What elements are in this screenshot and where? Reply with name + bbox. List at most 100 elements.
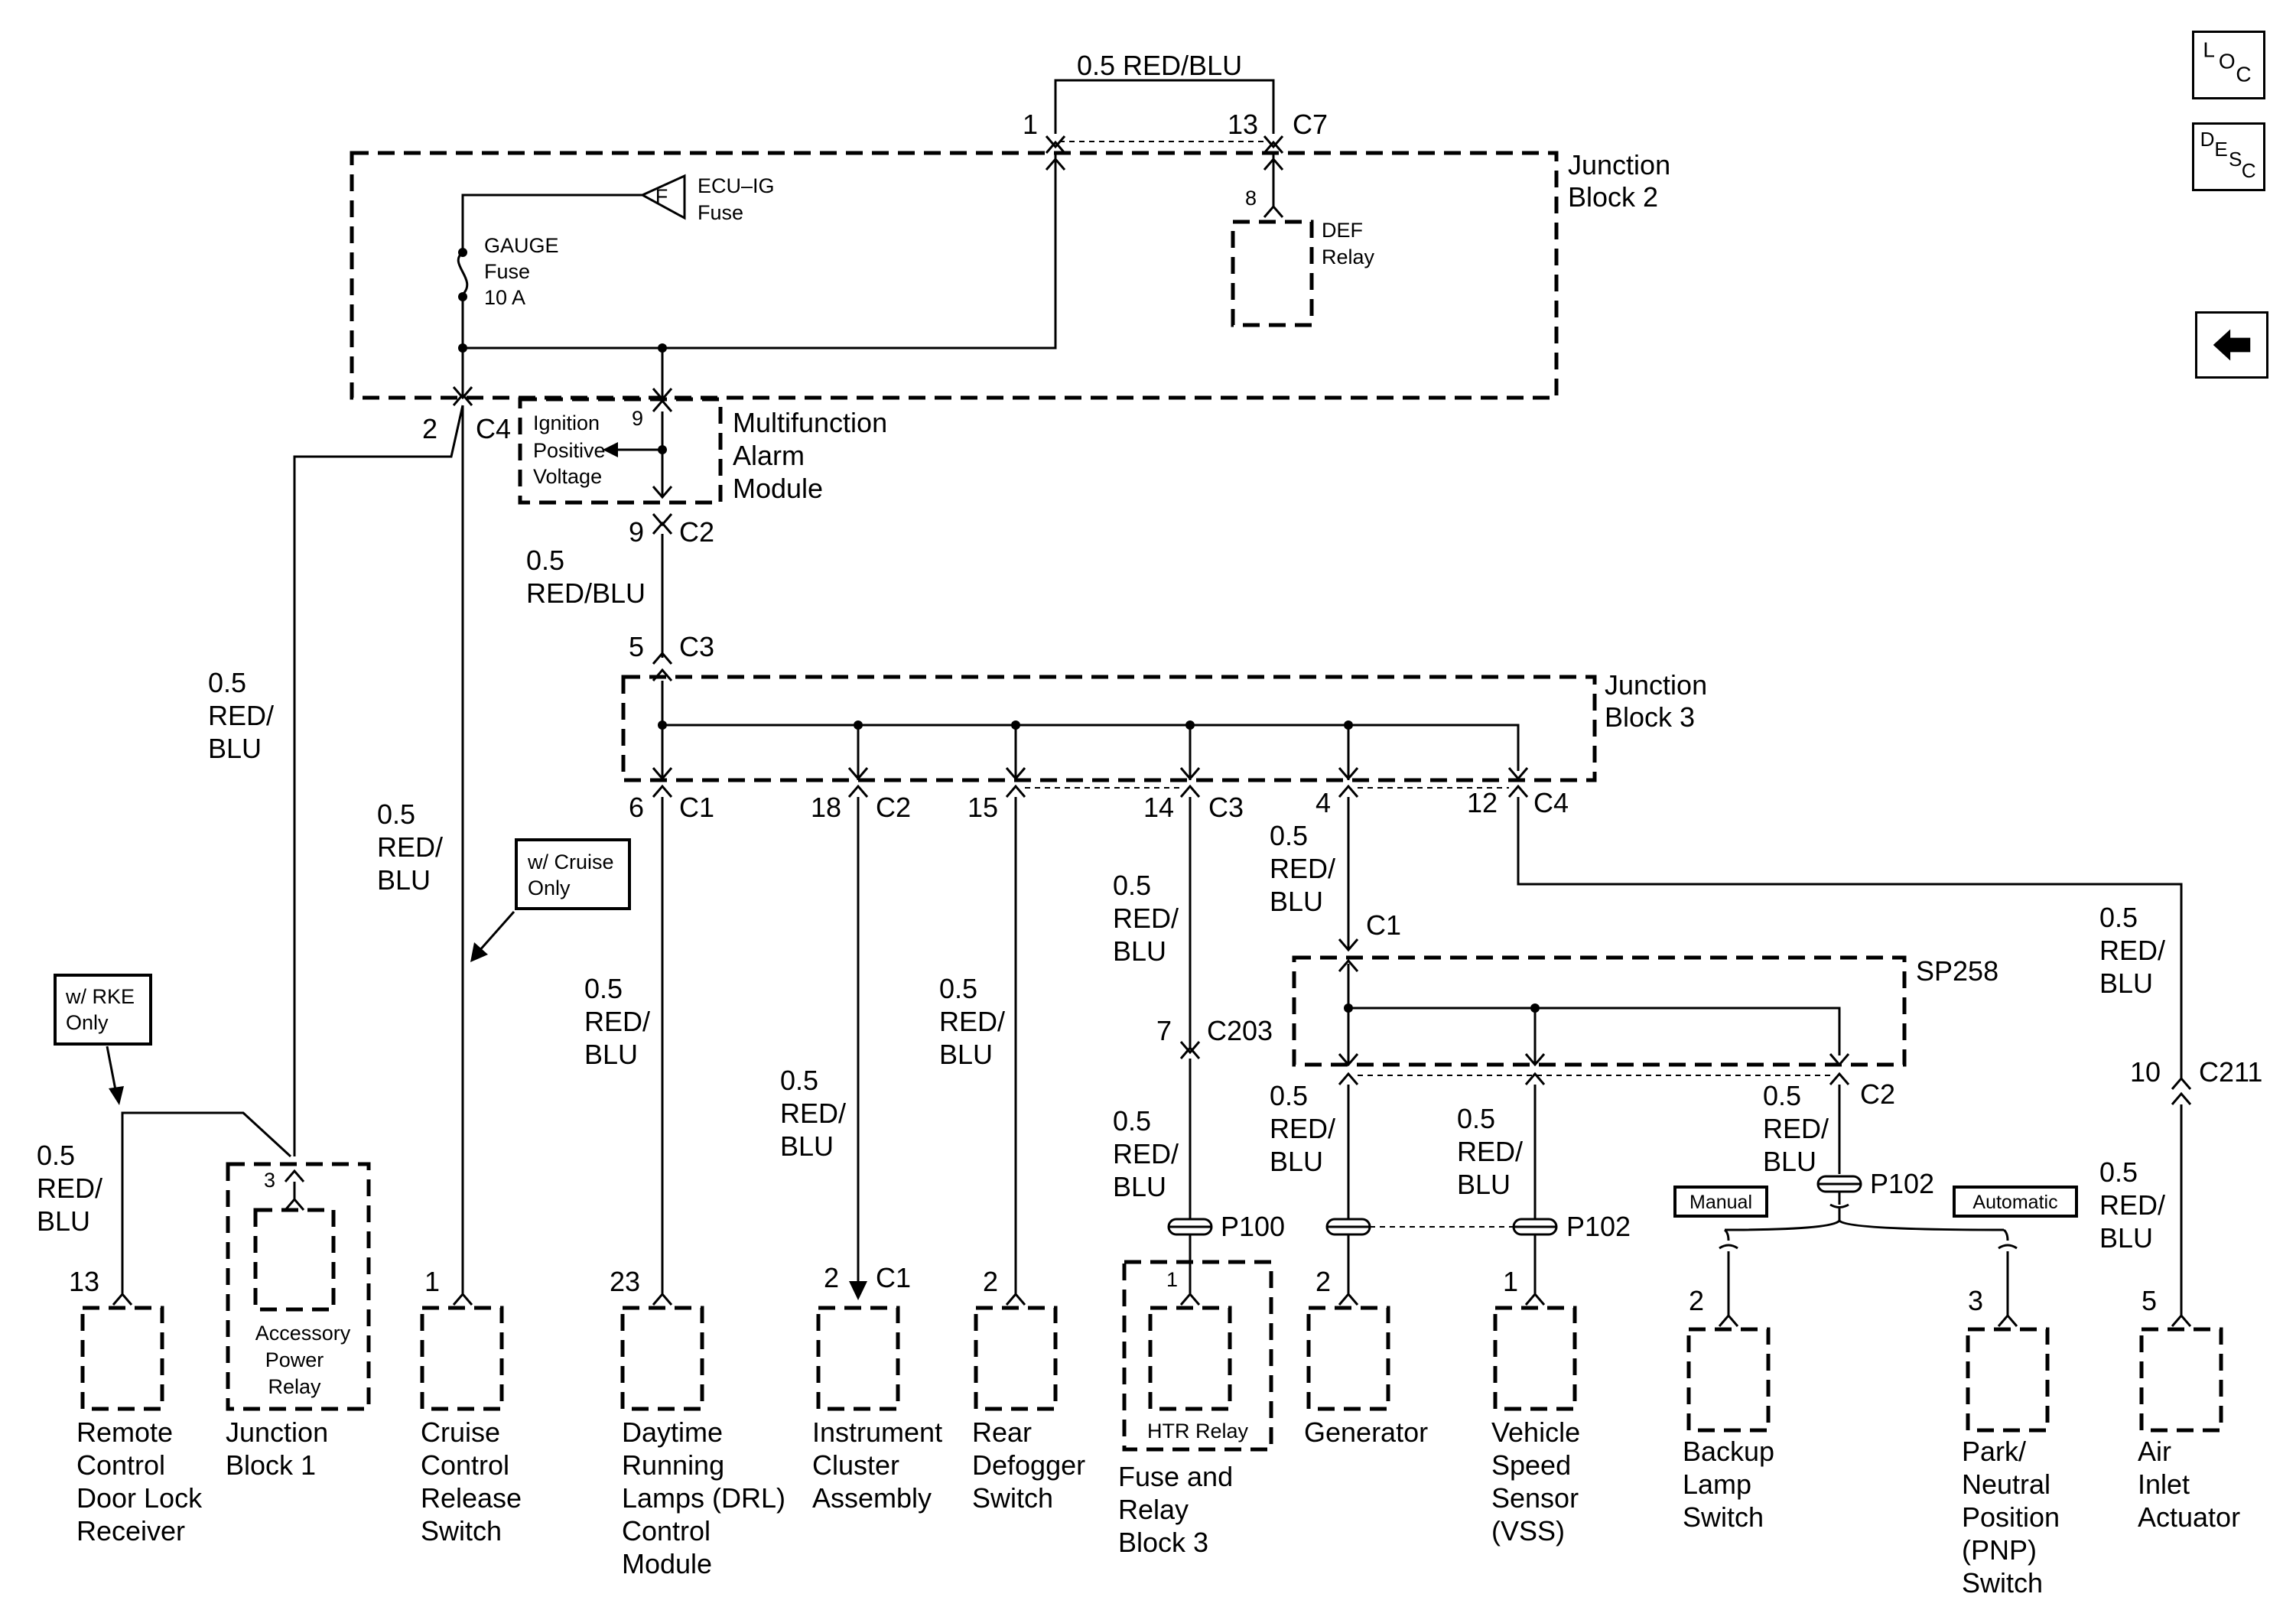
wire-color: RED/ — [2099, 935, 2165, 966]
loc-button[interactable]: L O C — [2192, 31, 2265, 99]
svg-text:Generator: Generator — [1304, 1416, 1428, 1448]
wire-color: RED/ — [584, 1006, 650, 1037]
svg-text:Neutral: Neutral — [1962, 1469, 2050, 1500]
wire-color: BLU — [2099, 968, 2153, 999]
pin-jb3-c4-12: 12 — [1467, 787, 1498, 818]
wire-gauge: 0.5 — [939, 973, 977, 1004]
arrow-icon — [470, 942, 488, 962]
svg-text:Lamp: Lamp — [1683, 1469, 1751, 1500]
svg-text:Park/: Park/ — [1962, 1436, 2026, 1467]
wire-gauge: 0.5 — [37, 1140, 75, 1171]
pin-c203-7: 7 — [1156, 1015, 1172, 1046]
generator-label: Generator — [1304, 1416, 1428, 1448]
wire-gauge: 0.5 — [2099, 1156, 2138, 1188]
pin-htr-1: 1 — [1166, 1268, 1178, 1291]
wire-color: BLU — [2099, 1222, 2153, 1254]
wire-color: BLU — [1270, 1146, 1323, 1177]
wire-color: BLU — [1113, 935, 1166, 967]
connector-c203: C203 — [1207, 1015, 1273, 1046]
generator-box — [1306, 1306, 1390, 1411]
svg-text:Sensor: Sensor — [1491, 1482, 1579, 1514]
wire-color: BLU — [1113, 1171, 1166, 1202]
instrument-cluster-label: Instrument Cluster Assembly — [812, 1416, 942, 1514]
p102-splice-icon — [1816, 1175, 1862, 1193]
wire-color: RED/ — [208, 700, 274, 731]
svg-text:Remote: Remote — [76, 1416, 173, 1448]
multifunction-alarm-module-label: Multifunction — [733, 407, 887, 438]
rke-option-box — [54, 974, 152, 1046]
back-button[interactable] — [2195, 311, 2268, 379]
wire-gauge: 0.5 — [526, 545, 564, 576]
svg-text:Assembly: Assembly — [812, 1482, 932, 1514]
multifunction-alarm-module-box — [518, 397, 723, 505]
wire-color: BLU — [939, 1039, 993, 1070]
wire-color: BLU — [1457, 1169, 1511, 1200]
pin-jb3-c1-6: 6 — [629, 792, 644, 823]
svg-text:Instrument: Instrument — [812, 1416, 942, 1448]
vss-box — [1493, 1306, 1577, 1411]
connector-c4: C4 — [476, 413, 511, 444]
wire-gauge: 0.5 — [1113, 1105, 1151, 1137]
cruise-option-label: Only — [528, 877, 571, 899]
def-relay-label: Relay — [1322, 246, 1375, 268]
accessory-power-relay-label: Relay — [268, 1375, 321, 1398]
pin-c4-2: 2 — [422, 413, 437, 444]
svg-text:Air: Air — [2138, 1436, 2171, 1467]
wire-gauge: 0.5 — [208, 667, 246, 698]
wire-gauge: 0.5 — [377, 798, 415, 830]
air-inlet-actuator-label: Air Inlet Actuator — [2138, 1436, 2240, 1533]
svg-text:Release: Release — [421, 1482, 522, 1514]
wire-color: BLU — [1270, 886, 1323, 917]
connector-c7: C7 — [1293, 109, 1328, 140]
p100-splice-icon — [1167, 1218, 1213, 1236]
connector-c3: C3 — [679, 631, 714, 662]
ignition-positive-voltage-label: Positive — [533, 439, 606, 462]
pin-c211-10: 10 — [2130, 1056, 2161, 1088]
gauge-fuse-label: GAUGE — [484, 234, 559, 257]
svg-text:Running: Running — [622, 1449, 724, 1481]
pin-air-inlet-5: 5 — [2142, 1285, 2157, 1316]
wire-color: BLU — [208, 733, 262, 764]
wire-color: RED/ — [1457, 1136, 1523, 1167]
connector-p100: P100 — [1221, 1211, 1285, 1242]
wire-gauge: 0.5 — [1113, 870, 1151, 901]
htr-relay-box — [1148, 1306, 1232, 1411]
fuse-relay-block-3-label: Fuse and Relay Block 3 — [1118, 1461, 1233, 1558]
svg-text:Door Lock: Door Lock — [76, 1482, 203, 1514]
svg-text:Block 3: Block 3 — [1118, 1527, 1208, 1558]
arrow-icon — [109, 1086, 124, 1105]
pin-cluster-2: 2 — [824, 1262, 839, 1293]
ecu-ig-fuse-label: Fuse — [698, 201, 743, 224]
accessory-power-relay-box — [253, 1208, 336, 1312]
automatic-option-label: Automatic — [1972, 1192, 2057, 1213]
wire-color: RED/ — [780, 1098, 846, 1129]
rear-defogger-box — [974, 1306, 1058, 1411]
svg-text:Fuse and: Fuse and — [1118, 1461, 1233, 1492]
remote-control-label: Remote Control Door Lock Receiver — [76, 1416, 203, 1547]
cruise-control-box — [420, 1306, 504, 1411]
wire-gauge: 0.5 — [584, 973, 623, 1004]
wire-gauge: 0.5 — [1270, 820, 1308, 851]
ignition-positive-voltage-label: Voltage — [533, 465, 602, 488]
gauge-fuse-label: 10 A — [484, 286, 525, 309]
pin-mam-9: 9 — [632, 407, 643, 430]
wire-gauge: 0.5 — [2099, 902, 2138, 933]
desc-button[interactable]: D E S C — [2192, 122, 2265, 191]
pin-c7-13: 13 — [1228, 109, 1258, 140]
drl-module-label: Daytime Running Lamps (DRL) Control Modu… — [622, 1416, 785, 1579]
svg-text:(VSS): (VSS) — [1491, 1515, 1565, 1547]
multifunction-alarm-module-label: Module — [733, 473, 823, 504]
sp258-outline — [1292, 955, 1907, 1067]
svg-text:Speed: Speed — [1491, 1449, 1571, 1481]
connector-c4: C4 — [1533, 787, 1569, 818]
pin-drl-23: 23 — [610, 1266, 640, 1297]
svg-text:L: L — [2203, 38, 2215, 62]
pin-vss-1: 1 — [1503, 1266, 1518, 1297]
htr-relay-label: HTR Relay — [1147, 1420, 1249, 1442]
connector-c1: C1 — [679, 792, 714, 823]
connector-c1: C1 — [876, 1262, 911, 1293]
p102-splice-icon — [1325, 1218, 1558, 1236]
manual-option-box — [1673, 1186, 1768, 1218]
wire-color: BLU — [377, 864, 431, 896]
